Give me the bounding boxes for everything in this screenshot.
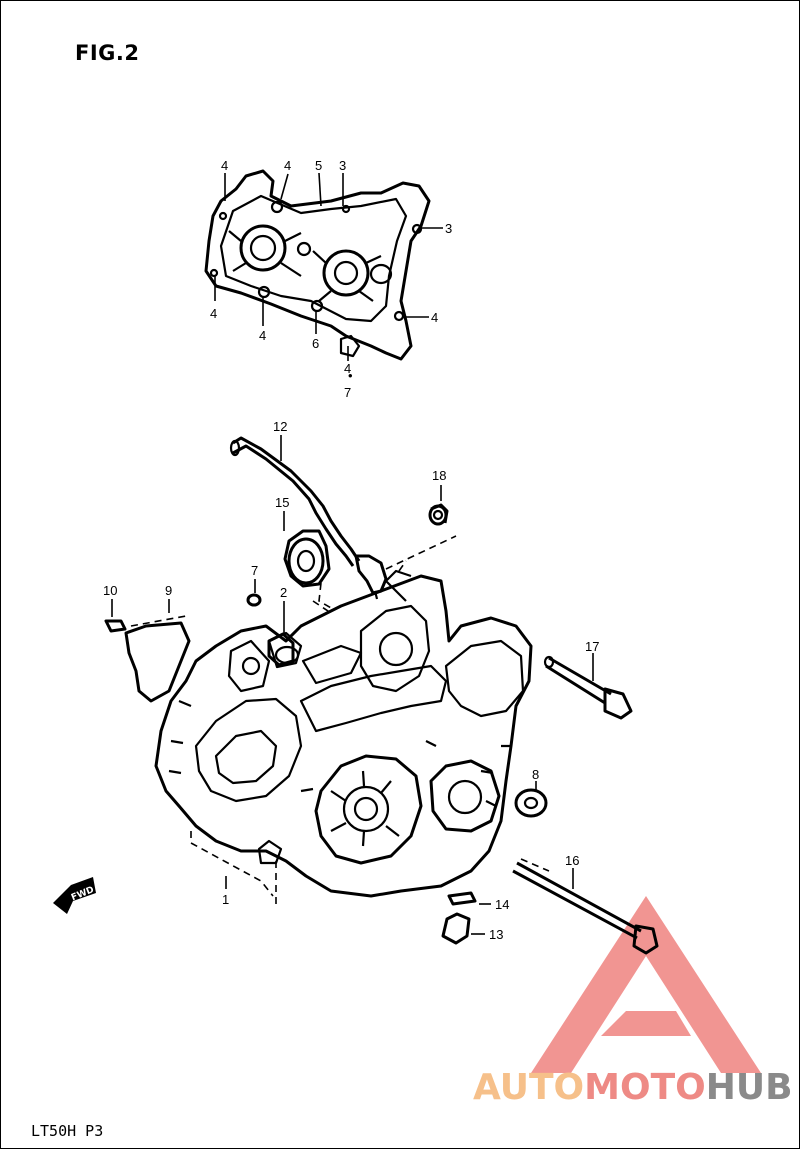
callout-4e: 4 <box>431 310 438 325</box>
callout-4a: 4 <box>221 158 228 173</box>
callout-17: 17 <box>585 639 599 654</box>
callout-14: 14 <box>495 897 509 912</box>
hose-fitting <box>354 554 388 595</box>
callout-3b: 3 <box>445 221 452 236</box>
callout-labels: 4 4 5 3 3 4 4 6 4 4 • 7 12 18 15 7 2 10 … <box>103 158 599 942</box>
svg-text:AUTOMOTOHUB: AUTOMOTOHUB <box>473 1067 793 1108</box>
callout-3a: 3 <box>339 158 346 173</box>
watermark-text-auto: AUTO <box>473 1067 584 1108</box>
figure-title: FIG.2 <box>75 41 140 65</box>
dowel-pin-2 <box>267 632 295 667</box>
callout-1: 1 <box>222 892 229 907</box>
leader-lines <box>111 172 594 935</box>
callout-2: 2 <box>280 585 287 600</box>
bearing-8 <box>514 788 548 818</box>
crankcase-gasket <box>204 169 431 361</box>
stud-16 <box>512 858 659 955</box>
callout-18: 18 <box>432 468 446 483</box>
svg-text:•: • <box>348 368 353 383</box>
callout-5: 5 <box>315 158 322 173</box>
bearing-15 <box>283 529 334 614</box>
callout-6: 6 <box>312 336 319 351</box>
oil-seal-18 <box>428 503 449 526</box>
callout-7a: 7 <box>344 385 351 400</box>
watermark-text-hub: HUB <box>706 1067 793 1108</box>
screw-10 <box>104 619 127 633</box>
callout-12: 12 <box>273 419 287 434</box>
callout-4c: 4 <box>210 306 217 321</box>
clip-14 <box>447 891 477 906</box>
callout-4b: 4 <box>284 158 291 173</box>
callout-4f: 4 <box>344 361 351 376</box>
callout-4d: 4 <box>259 328 266 343</box>
callout-16: 16 <box>565 853 579 868</box>
breather-hose <box>232 436 361 562</box>
plate-9 <box>124 621 191 703</box>
callout-13: 13 <box>489 927 503 942</box>
footer-model-code: LT50H P3 <box>31 1122 104 1140</box>
callout-15: 15 <box>275 495 289 510</box>
watermark-triangle-outer <box>531 896 761 1073</box>
plug-13 <box>441 912 471 945</box>
callout-9: 9 <box>165 583 172 598</box>
watermark-text-moto: MOTO <box>584 1067 706 1108</box>
callout-8: 8 <box>532 767 539 782</box>
oring-7 <box>246 593 262 607</box>
crankcase-assembly <box>154 569 533 898</box>
callout-7b: 7 <box>251 563 258 578</box>
callout-10: 10 <box>103 583 117 598</box>
bolt-17 <box>543 655 633 720</box>
fwd-arrow: FWD <box>53 877 96 914</box>
watermark-logo: AUTOMOTOHUB <box>473 896 793 1108</box>
watermark-triangle-bar <box>601 1011 691 1036</box>
